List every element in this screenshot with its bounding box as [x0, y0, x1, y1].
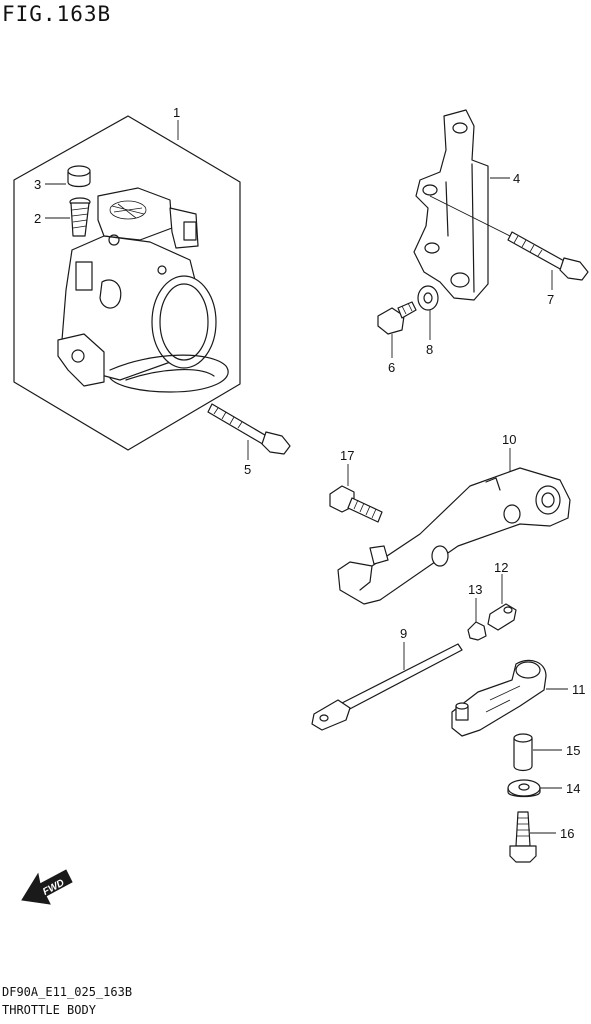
callout-15: 15 — [566, 743, 580, 758]
fwd-label: FWD — [41, 878, 66, 898]
throttle-body-part[interactable] — [57, 187, 229, 393]
washer-part-8[interactable] — [417, 285, 439, 311]
bolt-part-16[interactable] — [509, 811, 537, 863]
bolt-part-5[interactable] — [207, 403, 291, 455]
callout-14: 14 — [566, 781, 580, 796]
nut-part-13[interactable] — [467, 621, 487, 641]
figure-title: FIG.163B — [2, 2, 112, 26]
figure-code: DF90A_E11_025_163B — [2, 985, 133, 999]
rod-part-9[interactable] — [311, 643, 463, 731]
bolt-part-7[interactable] — [507, 231, 589, 281]
ball-joint-part-12[interactable] — [487, 603, 517, 631]
callout-11: 11 — [572, 682, 586, 697]
callout-3: 3 — [34, 177, 41, 192]
screw-part[interactable] — [69, 197, 91, 237]
figure-name: THROTTLE BODY — [2, 1003, 96, 1017]
sleeve-part-15[interactable] — [513, 733, 533, 772]
callout-7: 7 — [547, 292, 554, 307]
callout-9: 9 — [400, 626, 407, 641]
assembly-outline — [13, 115, 241, 451]
callout-6: 6 — [388, 360, 395, 375]
callout-5: 5 — [244, 462, 251, 477]
callout-10: 10 — [502, 432, 516, 447]
callout-4: 4 — [513, 171, 520, 186]
leader-lines — [45, 120, 568, 834]
lever-part-11[interactable] — [451, 659, 547, 737]
forward-arrow-icon: FWD — [21, 869, 73, 905]
callout-8: 8 — [426, 342, 433, 357]
lever-arm-part-10[interactable] — [337, 467, 571, 605]
bracket-part-4[interactable] — [413, 109, 489, 301]
callout-17: 17 — [340, 448, 354, 463]
callout-2: 2 — [34, 211, 41, 226]
callout-labels: 1 3 2 4 7 5 6 8 17 10 13 12 9 11 15 14 1… — [34, 105, 586, 841]
bolt-part-6[interactable] — [377, 301, 417, 335]
washer-part-14[interactable] — [507, 779, 541, 798]
callout-16: 16 — [560, 826, 574, 841]
bolt-part-17[interactable] — [329, 485, 383, 523]
cap-part[interactable] — [67, 165, 91, 188]
callout-1: 1 — [173, 105, 180, 120]
callout-13: 13 — [468, 582, 482, 597]
callout-12: 12 — [494, 560, 508, 575]
